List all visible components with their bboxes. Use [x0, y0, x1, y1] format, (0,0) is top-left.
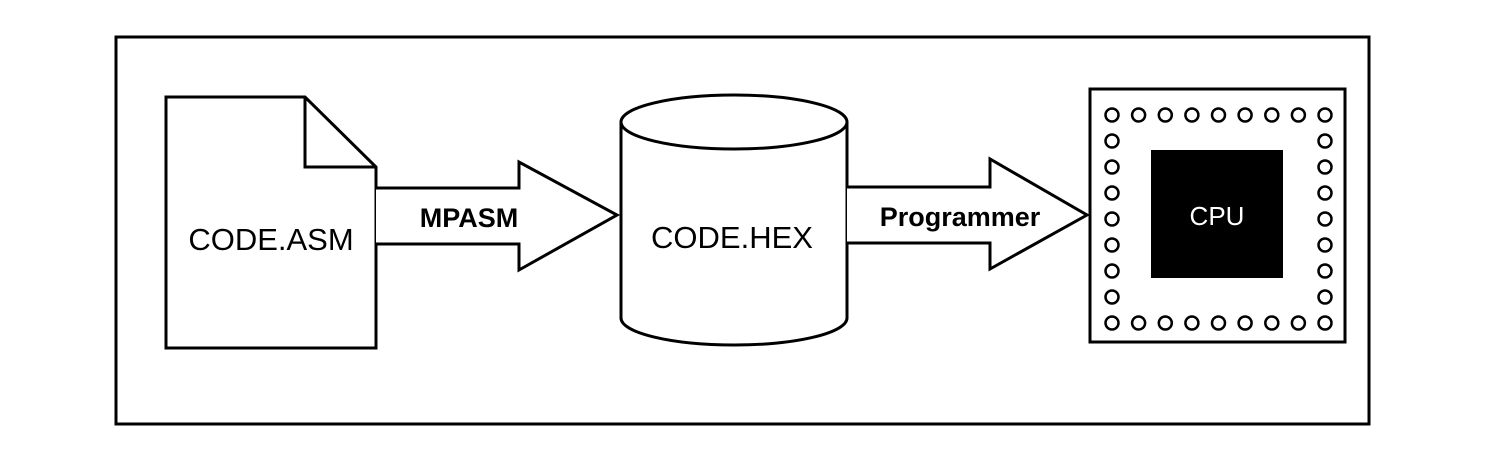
cpu-label: CPU	[1190, 201, 1245, 231]
chip-pin-right	[1317, 289, 1333, 305]
chip-pin-right	[1317, 133, 1333, 149]
chip-pin-left	[1104, 263, 1120, 279]
assemble-edge: MPASM	[376, 159, 621, 273]
chip-pin-left	[1104, 159, 1120, 175]
chip-pin-bottom	[1210, 315, 1227, 331]
chip-pin-top	[1104, 107, 1120, 123]
cylinder-top	[619, 93, 849, 151]
chip-pin-top	[1157, 107, 1174, 123]
chip-pin-top	[1290, 107, 1307, 123]
chip-pin-top	[1264, 107, 1280, 123]
chip-pin-right	[1317, 159, 1333, 175]
chip-pin-right	[1317, 237, 1333, 253]
chip-pin-bottom	[1317, 315, 1333, 331]
chip-pin-top	[1130, 107, 1147, 123]
chip-pin-top	[1237, 107, 1253, 123]
chip-pin-bottom	[1157, 315, 1174, 331]
chip-pin-bottom	[1264, 315, 1280, 331]
chip-pins	[1104, 107, 1333, 331]
chip-pin-top	[1184, 107, 1200, 123]
program-label: Programmer	[880, 202, 1041, 232]
program-arrow	[847, 156, 1091, 272]
source-file-node: CODE.ASM	[164, 95, 378, 350]
chip-pin-right	[1317, 211, 1333, 227]
assemble-arrow	[376, 159, 621, 273]
chip-pin-left	[1104, 237, 1120, 253]
diagram-frame	[114, 35, 1371, 426]
chip-pin-right	[1317, 185, 1333, 201]
chip-pin-bottom	[1184, 315, 1200, 331]
chip-pin-left	[1104, 185, 1120, 201]
program-edge: Programmer	[847, 156, 1091, 272]
assemble-label: MPASM	[420, 203, 519, 233]
hex-file-node: CODE.HEX	[619, 93, 849, 347]
chip-pin-top	[1317, 107, 1333, 123]
chip-pin-bottom	[1237, 315, 1253, 331]
chip-pin-left	[1104, 133, 1120, 149]
chip-pin-left	[1104, 211, 1120, 227]
source-file-label: CODE.ASM	[188, 222, 353, 257]
cpu-die	[1151, 150, 1283, 278]
chip-pin-top	[1210, 107, 1227, 123]
document-icon	[164, 95, 378, 350]
chip-pin-bottom	[1104, 315, 1120, 331]
chip-pin-bottom	[1130, 315, 1147, 331]
chip-pin-left	[1104, 289, 1120, 305]
chip-pin-right	[1317, 263, 1333, 279]
hex-file-label: CODE.HEX	[651, 220, 813, 255]
chip-pin-bottom	[1290, 315, 1307, 331]
cpu-node: CPU	[1088, 87, 1347, 344]
cylinder-icon	[619, 122, 849, 347]
document-fold-corner	[303, 97, 376, 169]
